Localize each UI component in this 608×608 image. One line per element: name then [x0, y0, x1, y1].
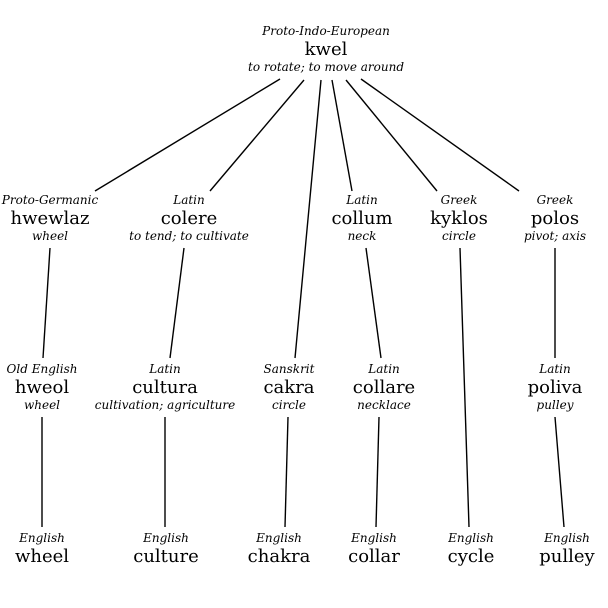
node-gloss: pivot; axis [523, 229, 587, 243]
node-word: pulley [539, 546, 595, 567]
edge-kwel-collum [331, 79, 353, 192]
node-word: polos [530, 208, 580, 229]
edge-colere-cultura [169, 247, 185, 359]
node-word: hwewlaz [10, 208, 90, 229]
node-word: chakra [247, 546, 311, 567]
node-language: Latin [539, 362, 571, 376]
node-language: English [351, 531, 397, 545]
node-kyklos: Greek kyklos circle [430, 193, 488, 244]
node-gloss: to tend; to cultivate [129, 229, 249, 243]
edge-kwel-polos [360, 78, 520, 192]
node-pulley: English pulley [539, 531, 594, 567]
node-collum: Latin collum neck [331, 193, 392, 244]
edge-poliva-pulley [554, 416, 565, 528]
node-colere: Latin colere to tend; to cultivate [129, 193, 249, 244]
node-language: English [19, 531, 65, 545]
node-word: collum [331, 208, 393, 229]
node-word: culture [133, 546, 199, 567]
node-gloss: cultivation; agriculture [94, 398, 236, 412]
node-word: kwel [304, 39, 348, 60]
edge-collare-collar [375, 416, 380, 528]
node-cakra: Sanskrit cakra circle [263, 362, 314, 413]
edge-kwel-colere [209, 79, 305, 192]
node-word: collar [348, 546, 400, 567]
edge-kwel-kyklos [345, 79, 438, 192]
node-gloss: wheel [31, 229, 69, 243]
node-language: Latin [173, 193, 205, 207]
edge-cakra-chakra [284, 416, 289, 528]
node-language: Greek [536, 193, 574, 207]
node-wheel: English wheel [15, 531, 69, 567]
node-hweol: Old English hweol wheel [7, 362, 78, 413]
node-language: Latin [149, 362, 181, 376]
node-collar: English collar [348, 531, 400, 567]
node-language: Sanskrit [263, 362, 315, 376]
node-word: kyklos [430, 208, 488, 229]
node-word: colere [160, 208, 218, 229]
node-word: hweol [14, 377, 70, 398]
node-language: English [143, 531, 189, 545]
edge-collum-collare [365, 247, 382, 359]
node-language: English [448, 531, 494, 545]
node-word: cakra [263, 377, 315, 398]
node-culture: English culture [133, 531, 199, 567]
node-gloss: pulley [536, 398, 574, 412]
node-word: collare [352, 377, 416, 398]
node-word: poliva [527, 377, 583, 398]
node-gloss: necklace [357, 398, 411, 412]
edge-kyklos-cycle [459, 247, 470, 528]
node-word: wheel [14, 546, 70, 567]
node-polos: Greek polos pivot; axis [524, 193, 586, 244]
node-hwewlaz: Proto-Germanic hwewlaz wheel [2, 193, 98, 244]
node-language: Proto-Indo-European [262, 24, 390, 38]
edge-kwel-cakra [294, 79, 322, 359]
node-gloss: wheel [23, 398, 61, 412]
node-language: Latin [368, 362, 400, 376]
node-gloss: to rotate; to move around [248, 60, 404, 74]
node-word: cycle [447, 546, 495, 567]
node-language: Greek [440, 193, 478, 207]
node-language: Latin [346, 193, 378, 207]
node-cultura: Latin cultura cultivation; agriculture [95, 362, 235, 413]
node-language: English [256, 531, 302, 545]
node-poliva: Latin poliva pulley [528, 362, 583, 413]
node-language: Proto-Germanic [1, 193, 99, 207]
edge-hwewlaz-hweol [42, 247, 51, 359]
node-language: Old English [6, 362, 78, 376]
node-language: English [544, 531, 590, 545]
node-gloss: circle [272, 398, 306, 412]
edge-kwel-hwewlaz [94, 78, 281, 192]
node-cycle: English cycle [448, 531, 495, 567]
node-gloss: circle [442, 229, 476, 243]
node-gloss: neck [347, 229, 377, 243]
node-chakra: English chakra [248, 531, 311, 567]
node-word: cultura [132, 377, 198, 398]
node-collare: Latin collare necklace [353, 362, 415, 413]
node-kwel: Proto-Indo-European kwel to rotate; to m… [248, 24, 404, 75]
